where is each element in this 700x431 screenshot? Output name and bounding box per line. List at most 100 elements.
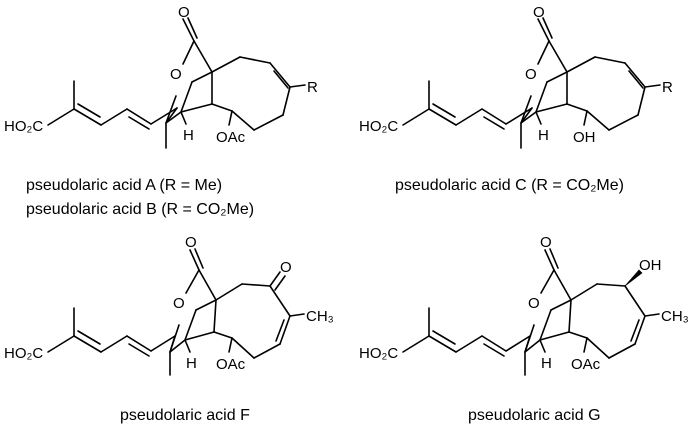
bond xyxy=(596,283,626,287)
bond xyxy=(165,111,182,124)
bond xyxy=(455,108,483,126)
bond xyxy=(524,339,541,353)
bond xyxy=(269,271,281,287)
bond xyxy=(47,335,75,353)
bond xyxy=(402,108,430,126)
bond xyxy=(169,324,180,353)
caption-pseudolaric-acid-b: pseudolaric acid B (R = CO₂Me) xyxy=(26,201,255,218)
bond xyxy=(253,343,281,359)
bond xyxy=(539,331,570,341)
structure-pseudolaric-acid-f: HO₂C O O H O CH₃ OAc xyxy=(4,234,334,376)
bond xyxy=(165,107,178,124)
bond xyxy=(213,331,233,339)
bond xyxy=(73,335,102,353)
r-group-label: R xyxy=(307,79,318,96)
bond xyxy=(215,283,243,301)
carbonyl-oxygen-label: O xyxy=(533,4,545,21)
bond xyxy=(189,249,200,271)
bond xyxy=(542,17,553,39)
bond xyxy=(535,111,542,125)
bond xyxy=(180,111,187,125)
bond xyxy=(150,107,178,125)
bond xyxy=(539,309,552,341)
bond xyxy=(483,116,505,130)
ring-oxygen-label: O xyxy=(173,295,185,312)
bond xyxy=(274,275,286,291)
bond xyxy=(184,309,197,341)
bond xyxy=(535,81,548,113)
bond xyxy=(275,319,285,342)
bond xyxy=(77,103,101,118)
bond xyxy=(239,56,271,64)
bond xyxy=(624,285,646,317)
bond xyxy=(524,324,535,353)
bond xyxy=(481,335,507,352)
bond xyxy=(194,248,204,269)
ring-oxygen-label: O xyxy=(525,66,537,83)
bond xyxy=(546,71,568,83)
bond xyxy=(637,86,646,116)
bond xyxy=(180,103,213,113)
bond xyxy=(535,103,568,113)
bond xyxy=(608,114,639,131)
ho2c-label: HO₂C xyxy=(359,118,398,135)
bond xyxy=(630,319,640,342)
bond xyxy=(586,110,610,131)
bond xyxy=(432,330,456,345)
bond xyxy=(128,116,150,130)
bond xyxy=(182,18,195,42)
bond xyxy=(241,283,271,287)
bond xyxy=(185,269,200,294)
bond xyxy=(184,339,191,353)
bond xyxy=(570,283,598,301)
bond xyxy=(634,315,646,345)
structure-pseudolaric-acid-c: HO₂C O O H R OH xyxy=(359,4,673,149)
bond xyxy=(544,249,555,271)
bond xyxy=(73,108,102,126)
bond xyxy=(644,313,660,317)
bond xyxy=(182,40,195,65)
bond xyxy=(537,40,550,65)
carbonyl-oxygen-label: O xyxy=(540,234,552,251)
r-group-label: R xyxy=(662,79,673,96)
ring-oxygen-label: O xyxy=(170,66,182,83)
bond xyxy=(540,269,555,294)
bond xyxy=(213,299,217,333)
bond xyxy=(428,108,457,126)
bond xyxy=(624,62,646,88)
bond xyxy=(550,299,572,311)
bond xyxy=(269,285,291,317)
ketone-oxygen-label: O xyxy=(280,259,292,276)
bond xyxy=(483,343,505,357)
bond xyxy=(628,70,644,89)
bond xyxy=(128,343,150,357)
bond xyxy=(184,331,215,341)
bond xyxy=(553,269,572,301)
bond xyxy=(169,339,186,353)
hydrogen-label: H xyxy=(183,127,194,144)
bond xyxy=(211,56,241,73)
hydrogen-label: H xyxy=(541,355,552,372)
methyl-label: CH₃ xyxy=(661,308,689,325)
bond xyxy=(47,108,75,126)
bond xyxy=(644,84,661,88)
ho2c-label: HO₂C xyxy=(4,345,43,362)
bond xyxy=(520,107,533,124)
bond xyxy=(180,81,193,113)
bond xyxy=(100,108,128,126)
bond xyxy=(191,71,213,83)
bond xyxy=(402,335,430,353)
bond xyxy=(269,62,291,88)
bond xyxy=(566,103,588,112)
bond xyxy=(583,110,588,126)
ho2c-label: HO₂C xyxy=(359,345,398,362)
bond xyxy=(231,337,255,359)
bond xyxy=(520,95,532,124)
ho2c-label: HO₂C xyxy=(4,118,43,135)
hydrogen-label: H xyxy=(186,355,197,372)
acetoxy-label: OAc xyxy=(571,356,601,373)
bond xyxy=(282,86,291,116)
bond xyxy=(586,337,610,359)
hydroxy-label: OH xyxy=(573,129,596,146)
bond xyxy=(77,330,101,345)
